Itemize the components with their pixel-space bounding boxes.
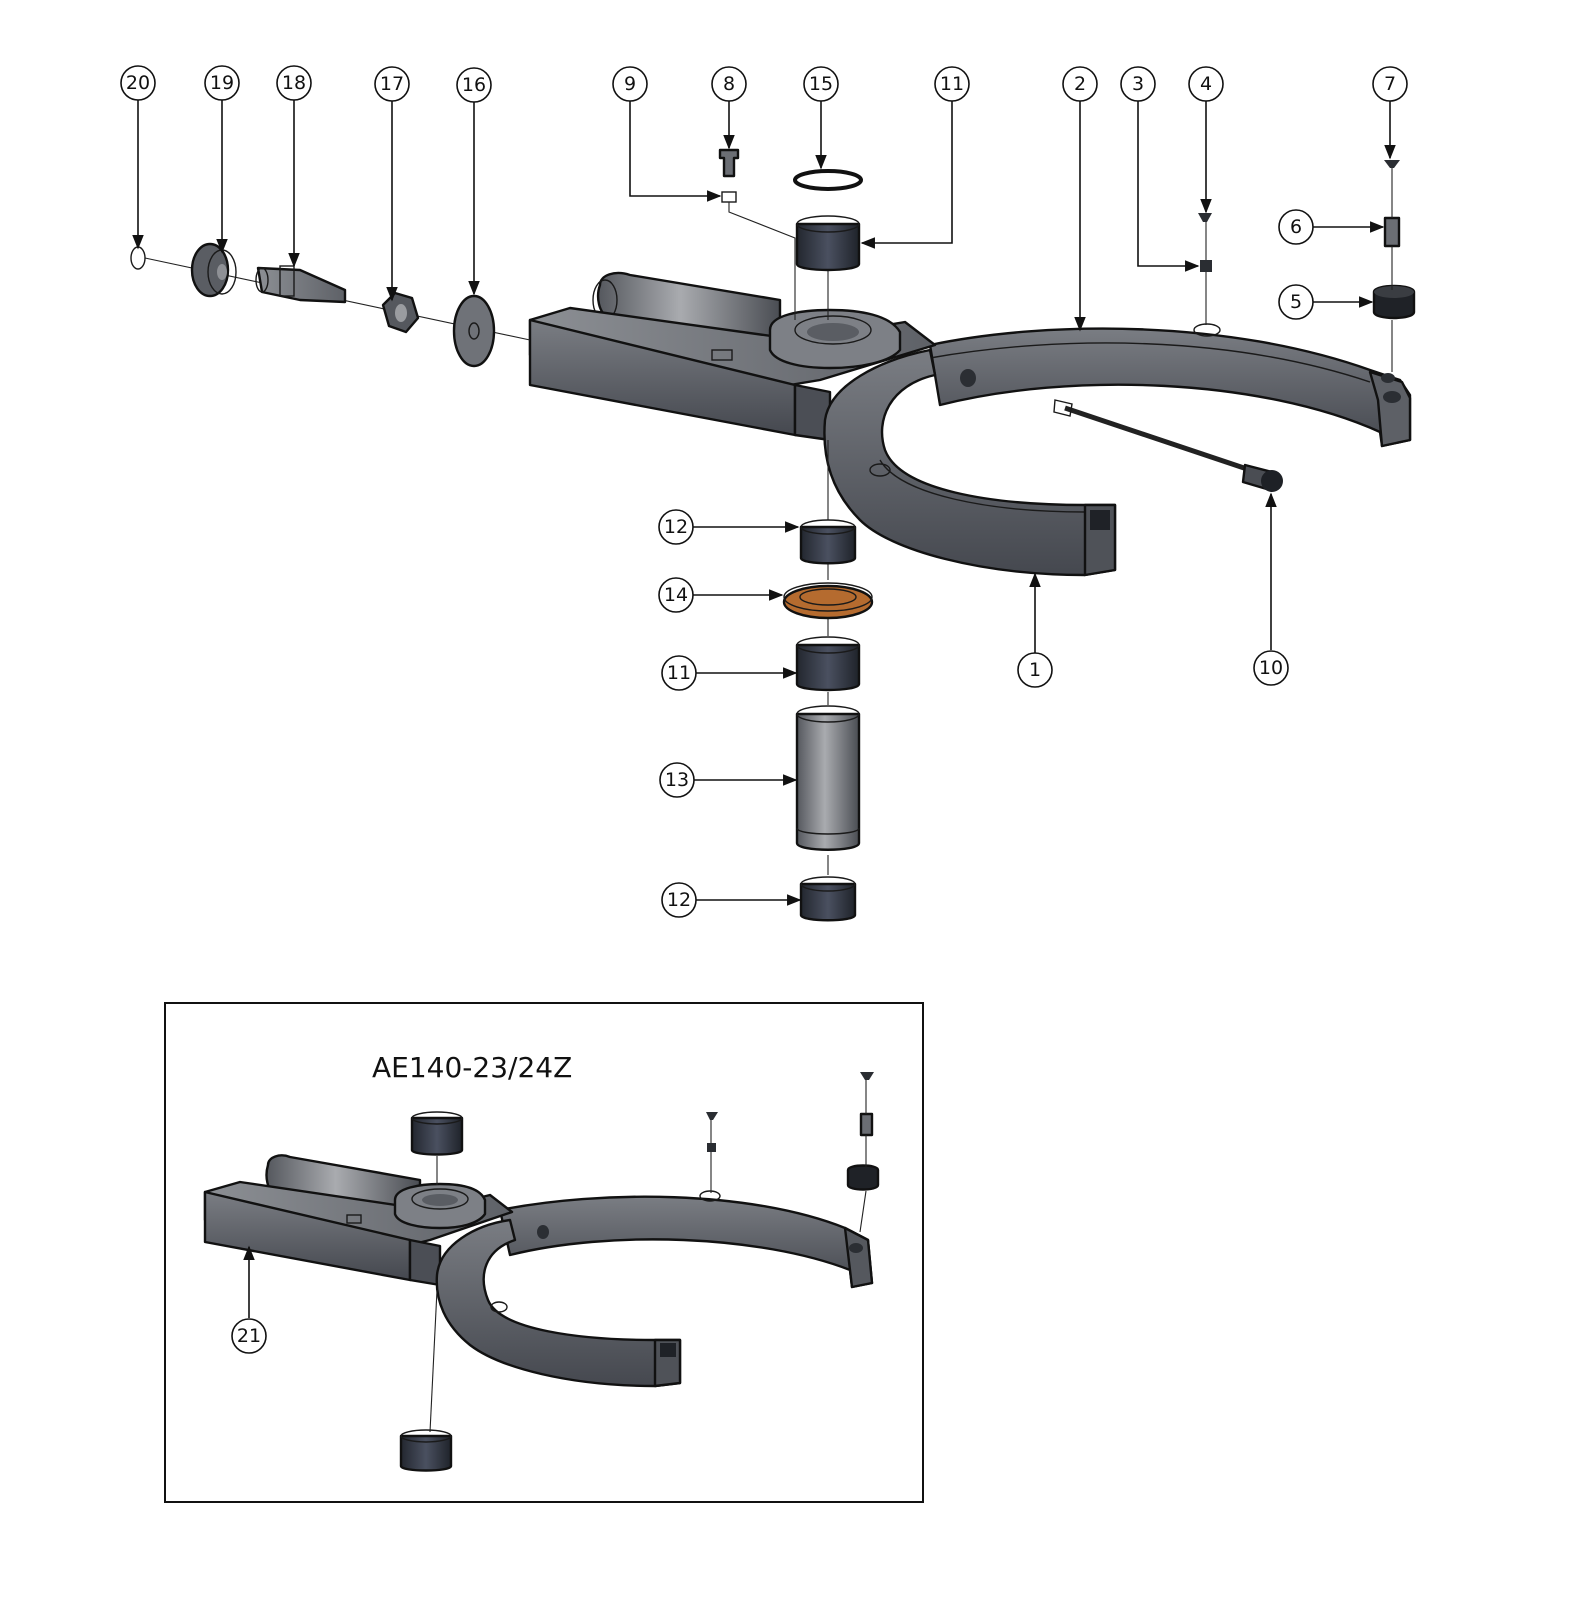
callout-3: 3	[1120, 66, 1156, 102]
callouts: 20 19 18 17 16 9 8 15 11 2 3 4 7 6 5 12 …	[120, 65, 1408, 918]
inset-panel: AE140-23/24Z	[164, 1002, 924, 1503]
parts-5-6-7	[1372, 160, 1416, 372]
svg-text:10: 10	[1259, 657, 1283, 679]
svg-text:18: 18	[282, 72, 306, 94]
svg-text:4: 4	[1200, 73, 1212, 95]
inset-assembly	[203, 1072, 880, 1472]
svg-text:15: 15	[809, 73, 833, 95]
axle-stack	[130, 242, 531, 368]
callout-16: 16	[456, 67, 492, 103]
parts-8-9	[718, 148, 796, 320]
svg-text:17: 17	[380, 73, 404, 95]
svg-text:8: 8	[723, 73, 735, 95]
svg-text:11: 11	[667, 662, 691, 684]
part-1-front-arc	[823, 348, 1117, 577]
callout-12-upper: 12	[658, 509, 694, 545]
svg-text:16: 16	[462, 74, 486, 96]
parts-3-4	[1198, 213, 1212, 325]
callout-7: 7	[1372, 66, 1408, 102]
callout-2: 2	[1062, 66, 1098, 102]
callout-13: 13	[659, 762, 695, 798]
callout-5: 5	[1278, 284, 1314, 320]
svg-text:3: 3	[1132, 73, 1144, 95]
callout-1: 1	[1017, 652, 1053, 688]
svg-text:19: 19	[210, 72, 234, 94]
callout-20: 20	[120, 65, 156, 101]
svg-text:14: 14	[664, 584, 688, 606]
callout-10: 10	[1253, 650, 1289, 686]
svg-text:13: 13	[665, 769, 689, 791]
svg-text:9: 9	[624, 73, 636, 95]
svg-text:6: 6	[1290, 216, 1302, 238]
callout-21: 21	[231, 1318, 267, 1354]
svg-text:12: 12	[664, 516, 688, 538]
callout-11-lower: 11	[661, 655, 697, 691]
callout-8: 8	[711, 66, 747, 102]
svg-text:11: 11	[940, 73, 964, 95]
vertical-stack	[782, 169, 874, 922]
leader-lines	[132, 100, 1396, 906]
callout-12-lower: 12	[661, 882, 697, 918]
callout-18: 18	[276, 65, 312, 101]
svg-text:12: 12	[667, 889, 691, 911]
callout-11-top: 11	[934, 66, 970, 102]
part-2-rear-arc	[928, 323, 1412, 448]
svg-text:5: 5	[1290, 291, 1302, 313]
callout-6: 6	[1278, 209, 1314, 245]
part-10-long-pin	[1053, 399, 1283, 492]
main-assembly	[130, 148, 1416, 922]
inset-title: AE140-23/24Z	[372, 1051, 572, 1084]
svg-text:21: 21	[237, 1325, 261, 1347]
callout-19: 19	[204, 65, 240, 101]
svg-text:20: 20	[126, 72, 150, 94]
callout-17: 17	[374, 66, 410, 102]
callout-14: 14	[658, 577, 694, 613]
svg-text:2: 2	[1074, 73, 1086, 95]
svg-text:1: 1	[1029, 659, 1041, 681]
callout-15: 15	[803, 66, 839, 102]
svg-text:7: 7	[1384, 73, 1396, 95]
callout-9: 9	[612, 66, 648, 102]
callout-4: 4	[1188, 66, 1224, 102]
